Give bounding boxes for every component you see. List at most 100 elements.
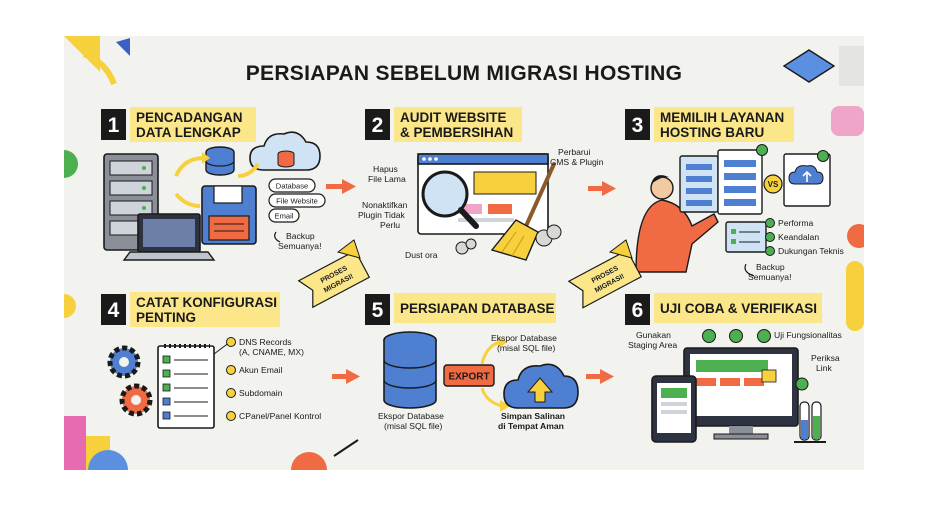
step-3-item-1: Performa (778, 218, 814, 228)
check-icon (757, 329, 771, 343)
step-3-item-3: Dukungan Teknis (778, 246, 844, 256)
laptop-icon (122, 213, 216, 261)
tablet-icon (651, 375, 697, 443)
step-5-number: 5 (372, 299, 384, 322)
check-icon (756, 144, 768, 156)
step-4-title-line2: PENTING (136, 310, 196, 325)
step-6-staging-line1: Gunakan (636, 330, 671, 340)
arrow-4-to-5 (332, 369, 360, 384)
step-3-number-badge (625, 109, 650, 140)
notepad-checklist-icon (157, 344, 215, 429)
step-3-item-2: Keandalan (778, 232, 819, 242)
check-icon (702, 329, 716, 343)
step-2-hapus-line2: File Lama (368, 174, 406, 184)
step-5-export-line2: (misal SQL file) (497, 343, 556, 353)
step-4-item-2: Subdomain (239, 388, 283, 398)
step-2-number-badge (365, 109, 390, 140)
ribbon-2-arrowhead (608, 239, 633, 259)
step-4-item-1: Akun Email (239, 365, 283, 375)
export-label: EXPORT (448, 372, 489, 383)
step-3-note-line2: Semuanya! (748, 272, 791, 282)
step-5-title: PERSIAPAN DATABASE (400, 301, 555, 316)
step-1-item-2: File Website (276, 197, 318, 206)
step-2-nonaktif-line3: Perlu (380, 220, 400, 230)
step-1-item-3: Email (275, 212, 294, 221)
step-4-number-badge (101, 294, 126, 325)
step-1-header-bg (130, 107, 256, 142)
check-icon (765, 218, 775, 228)
step-3-header-bg (654, 107, 794, 142)
infographic-svg: PERSIAPAN SEBELUM MIGRASI HOSTING 1 PENC… (64, 36, 864, 470)
arrow-2-to-3 (588, 181, 616, 196)
step-2-nonaktif-line2: Plugin Tidak (358, 210, 406, 220)
step-4-dns-line2: (A, CNAME, MX) (239, 347, 304, 357)
step-6: 6 UJI COBA & VERIFIKASI (625, 293, 842, 443)
vs-badge (763, 174, 783, 194)
person-icon (635, 175, 719, 273)
step-2-nonaktif-line1: Nonaktifkan (362, 200, 408, 210)
step-2-perbarui-line1: Perbarui (558, 147, 591, 157)
step-3-title-line1: MEMILIH LAYANAN (660, 110, 784, 125)
step-1-item-1: Database (276, 182, 309, 191)
server-rack-icon (103, 153, 159, 251)
step-4-item-3: CPanel/Panel Kontrol (239, 411, 321, 421)
step-1-number-badge (101, 109, 126, 140)
step-6-staging-line2: Staging Area (628, 340, 677, 350)
gear-icon (119, 383, 153, 417)
step-4: 4 CATAT KONFIGURASI PENTING DNS Records … (101, 292, 321, 429)
step-1-number: 1 (108, 114, 120, 137)
step-2-title-line2: & PEMBERSIHAN (400, 125, 513, 140)
monitor-icon (683, 347, 799, 440)
step-6-uji-label: Uji Fungsionalitas (774, 330, 842, 340)
dust-cloud-icon (455, 224, 562, 255)
step-2: 2 AUDIT WEBSITE & PEMBERSIHAN (358, 107, 604, 261)
step-6-periksa-line1: Periksa (811, 353, 840, 363)
test-tube-icon (794, 401, 826, 443)
step-2-header-bg (394, 107, 522, 142)
step-3-number: 3 (632, 114, 644, 137)
step-4-dns-line1: DNS Records (239, 337, 292, 347)
step-5-number-badge (365, 294, 390, 325)
check-icon (729, 329, 743, 343)
step-2-perbarui-line2: CMS & Plugin (550, 157, 604, 167)
step-4-title-line1: CATAT KONFIGURASI (136, 295, 277, 310)
arrow-1-to-2 (326, 179, 356, 194)
step-6-periksa-line2: Link (816, 363, 832, 373)
floppy-disk-icon (201, 185, 257, 245)
step-3-note-line1: Backup (756, 262, 785, 272)
step-4-header-bg (130, 292, 280, 327)
step-3-vs: VS (768, 180, 779, 189)
step-5-header-bg (394, 293, 556, 323)
step-1-pill-2 (268, 193, 326, 208)
ribbon-2: PROSES MIGRASI! (567, 249, 642, 309)
hosting-panel-middle (717, 149, 763, 215)
database-icon (383, 331, 437, 409)
step-1-title-line2: DATA LENGKAP (136, 125, 241, 140)
step-2-number: 2 (372, 114, 384, 137)
step-3: 3 MEMILIH LAYANAN HOSTING BARU VS (625, 107, 844, 282)
decor-shapes (64, 36, 864, 470)
step-4-number: 4 (108, 299, 120, 322)
check-icon (795, 377, 809, 391)
arrow-5-to-6 (586, 369, 614, 384)
magnifying-glass-icon (421, 170, 479, 229)
infographic-canvas: PERSIAPAN SEBELUM MIGRASI HOSTING 1 PENC… (64, 36, 864, 470)
step-3-title-line2: HOSTING BARU (660, 125, 764, 140)
step-2-title-line1: AUDIT WEBSITE (400, 110, 507, 125)
step-5-export-bottom-line1: Ekspor Database (378, 411, 444, 421)
step-1-note-line1: Backup (286, 231, 315, 241)
checklist-card-icon (725, 221, 767, 253)
broom-icon (490, 162, 556, 261)
step-6-number-badge (625, 294, 650, 325)
step-1-pill-1 (268, 178, 316, 193)
step-5: 5 PERSIAPAN DATABASE EXPORT Ekspor Datab… (365, 293, 579, 431)
step-2-hapus-line1: Hapus (373, 164, 398, 174)
step-5-export-bottom-line2: (misal SQL file) (384, 421, 443, 431)
gear-icon (107, 345, 141, 379)
step-5-export-line1: Ekspor Database (491, 333, 557, 343)
step-1-note-line2: Semuanya! (278, 241, 321, 251)
step-1: 1 PENCADANGAN DATA LENGKAP (101, 107, 326, 261)
ribbon-1-arrowhead (336, 239, 361, 259)
hosting-panel-left (679, 155, 719, 213)
page-title: PERSIAPAN SEBELUM MIGRASI HOSTING (246, 62, 683, 85)
